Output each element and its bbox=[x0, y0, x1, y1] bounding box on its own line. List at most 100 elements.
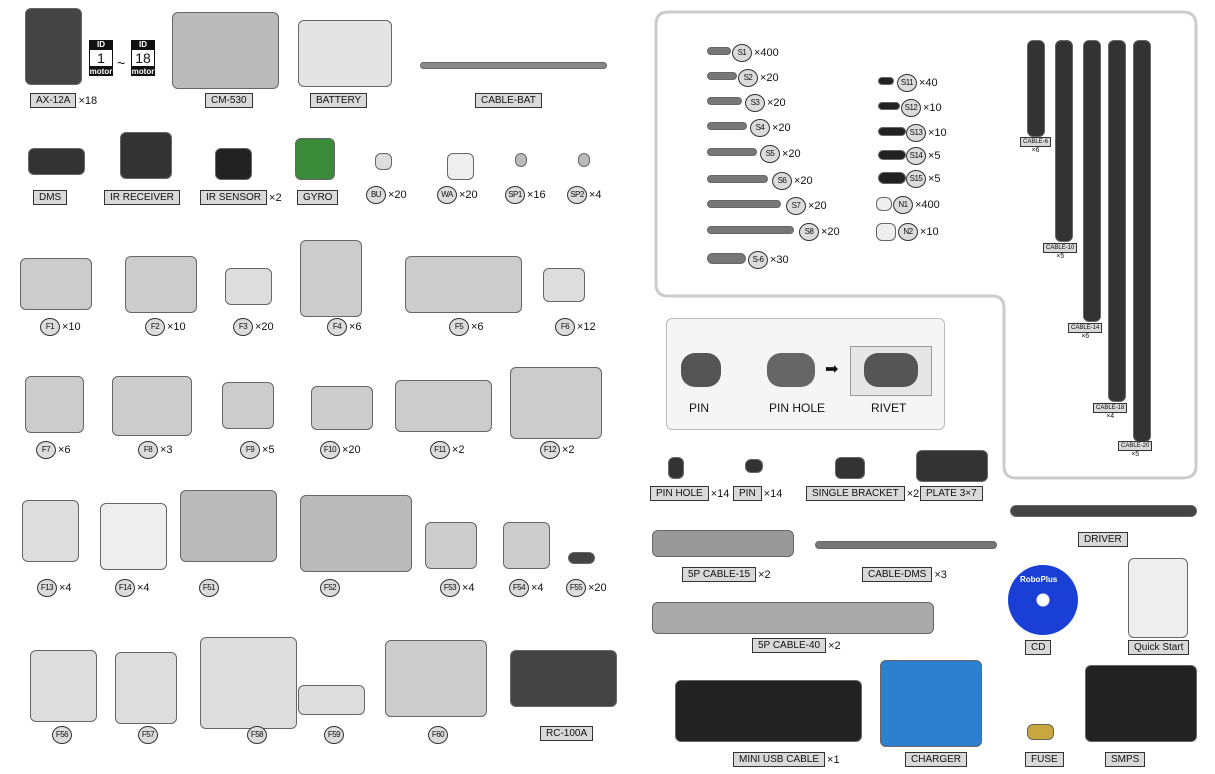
cable-bat-label-group: CABLE-BAT bbox=[475, 93, 542, 108]
part-label: S5 bbox=[760, 145, 780, 163]
cable-dms-image bbox=[815, 541, 997, 549]
part-label: F53 bbox=[440, 579, 460, 597]
ir-sensor-image bbox=[215, 148, 252, 180]
part-label: AX-12A bbox=[30, 93, 77, 108]
part-quantity: ×20 bbox=[767, 97, 786, 109]
rivet-label: RIVET bbox=[871, 401, 907, 415]
bu-image bbox=[375, 153, 392, 170]
part-quantity: ×10 bbox=[62, 321, 81, 333]
cd-image: RoboPlus bbox=[1008, 565, 1078, 635]
5p-cable-40-label-group: 5P CABLE-40×2 bbox=[752, 638, 841, 653]
part-quantity: ×10 bbox=[923, 102, 942, 114]
f9-label-group: F9×5 bbox=[240, 441, 275, 459]
part-quantity: ×3 bbox=[934, 568, 947, 581]
rc-100a-label-group: RC-100A bbox=[540, 726, 594, 741]
part-quantity: ×4 bbox=[137, 582, 150, 594]
cable-bat-image bbox=[420, 62, 607, 69]
f7-label-group: F7×6 bbox=[36, 441, 71, 459]
part-quantity: ×20 bbox=[772, 122, 791, 134]
part-quantity: ×2 bbox=[562, 444, 575, 456]
plate-3-7-image bbox=[916, 450, 988, 482]
part-label: F55 bbox=[566, 579, 586, 597]
s12-label-group: S12×10 bbox=[901, 99, 942, 117]
part-quantity: ×4 bbox=[1106, 413, 1115, 420]
mini-usb-cable-image bbox=[675, 680, 862, 742]
f14-image bbox=[100, 503, 167, 570]
cable-10-image bbox=[1055, 40, 1073, 242]
f9-image bbox=[222, 382, 274, 429]
part-quantity: ×6 bbox=[58, 444, 71, 456]
s8-label-group: S8×20 bbox=[799, 223, 840, 241]
part-quantity: ×20 bbox=[459, 189, 478, 201]
rivet-image bbox=[864, 353, 918, 387]
part-label: MINI USB CABLE bbox=[733, 752, 826, 767]
f1-label-group: F1×10 bbox=[40, 318, 81, 336]
driver-image bbox=[1010, 505, 1197, 517]
id-unit: motor bbox=[131, 67, 155, 76]
part-quantity: ×5 bbox=[928, 173, 941, 185]
f58-label-group: F58 bbox=[247, 726, 267, 744]
part-quantity: ×40 bbox=[919, 77, 938, 89]
f13-label-group: F13×4 bbox=[37, 579, 72, 597]
part-label: S15 bbox=[906, 170, 926, 188]
part-quantity: ×20 bbox=[588, 582, 607, 594]
cd-brand-text: RoboPlus bbox=[1020, 575, 1058, 584]
f56-label-group: F56 bbox=[52, 726, 72, 744]
f7-image bbox=[25, 376, 84, 433]
f51-label-group: F51 bbox=[199, 579, 219, 597]
f51-image bbox=[180, 490, 277, 562]
f12-image bbox=[510, 367, 602, 439]
f8-label-group: F8×3 bbox=[138, 441, 173, 459]
quick-start-image bbox=[1128, 558, 1188, 638]
pin-label-group: PIN×14 bbox=[733, 486, 782, 501]
id-number: 1 bbox=[89, 49, 113, 67]
part-label: PIN bbox=[733, 486, 762, 501]
part-label: F51 bbox=[199, 579, 219, 597]
battery-image bbox=[298, 20, 392, 87]
pin-hole-label-group: PIN HOLE×14 bbox=[650, 486, 729, 501]
part-quantity: ×1 bbox=[827, 753, 840, 766]
pin-image bbox=[681, 353, 721, 387]
part-label: S4 bbox=[750, 119, 770, 137]
f2-image bbox=[125, 256, 197, 313]
smps-label-group: SMPS bbox=[1105, 752, 1146, 767]
n1-image bbox=[876, 197, 892, 211]
f6-label-group: F6×12 bbox=[555, 318, 596, 336]
part-label: F5 bbox=[449, 318, 469, 336]
part-quantity: ×20 bbox=[760, 72, 779, 84]
part-label: S2 bbox=[738, 69, 758, 87]
f11-label-group: F11×2 bbox=[430, 441, 465, 459]
part-label: F56 bbox=[52, 726, 72, 744]
part-label: F14 bbox=[115, 579, 135, 597]
part-label: WA bbox=[437, 186, 457, 204]
cable-20-image bbox=[1133, 40, 1151, 442]
s6-image bbox=[707, 175, 768, 183]
part-label: CM-530 bbox=[205, 93, 253, 108]
part-label: N2 bbox=[898, 223, 918, 241]
f4-label-group: F4×6 bbox=[327, 318, 362, 336]
part-quantity: ×2 bbox=[758, 568, 771, 581]
f53-image bbox=[425, 522, 477, 569]
f56-image bbox=[30, 650, 97, 722]
part-label: F7 bbox=[36, 441, 56, 459]
s8-image bbox=[707, 226, 794, 234]
s12-image bbox=[878, 102, 900, 110]
dms-label-group: DMS bbox=[33, 190, 68, 205]
part-label: F13 bbox=[37, 579, 57, 597]
id-range-tilde: ~ bbox=[117, 55, 126, 71]
s1-label-group: S1×400 bbox=[732, 44, 779, 62]
f52-image bbox=[300, 495, 412, 572]
f11-image bbox=[395, 380, 492, 432]
part-label: GYRO bbox=[297, 190, 339, 205]
f57-label-group: F57 bbox=[138, 726, 158, 744]
ax-12a-label-group: AX-12A×18 bbox=[30, 93, 97, 108]
f54-label-group: F54×4 bbox=[509, 579, 544, 597]
part-quantity: ×30 bbox=[770, 254, 789, 266]
s13-image bbox=[878, 127, 906, 136]
f57-image bbox=[115, 652, 177, 724]
n2-image bbox=[876, 223, 896, 241]
cable-dms-label-group: CABLE-DMS×3 bbox=[862, 567, 947, 582]
smps-image bbox=[1085, 665, 1197, 742]
